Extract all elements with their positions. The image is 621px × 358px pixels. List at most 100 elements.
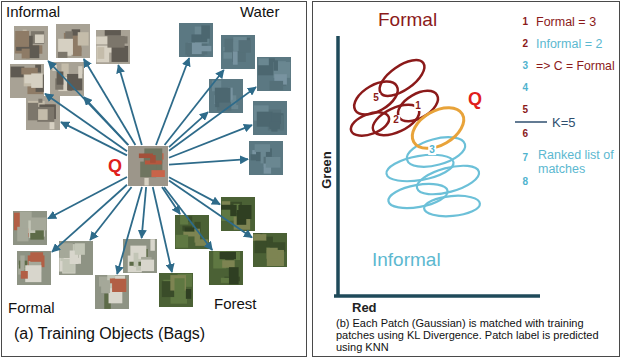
match-arrow <box>90 187 131 240</box>
panel-caption: (b) Each Patch (Gaussian) is matched wit… <box>336 317 604 353</box>
panel-frame: (a) Training Objects (Bags) <box>1 1 307 357</box>
callout-number: 2 <box>392 115 400 125</box>
patch-texture <box>176 235 188 248</box>
patch-texture <box>31 31 44 44</box>
query-label: Q <box>108 157 122 175</box>
vote-count: Informal = 2 <box>536 38 602 51</box>
patch-ground <box>96 30 130 64</box>
image-patch <box>253 233 287 267</box>
patch-texture <box>38 99 42 103</box>
patch-texture <box>28 103 39 121</box>
patch-texture <box>151 170 164 177</box>
image-patch <box>209 79 243 113</box>
match-arrow <box>165 70 224 145</box>
patch-texture <box>150 155 156 163</box>
patch-ground <box>17 251 51 285</box>
callout-number: 5 <box>372 93 380 103</box>
patch-texture <box>141 260 154 271</box>
patch-ground <box>179 23 213 57</box>
patch-ground <box>253 101 287 135</box>
patch-texture <box>251 154 257 160</box>
patch-texture <box>229 267 239 284</box>
patch-texture <box>37 107 54 122</box>
patch-ground <box>221 197 255 231</box>
patch-ground <box>10 64 44 98</box>
patch-ground <box>13 211 47 245</box>
image-patch <box>13 211 47 245</box>
patch-texture <box>20 255 24 270</box>
image-patch <box>14 26 48 60</box>
patch-texture <box>15 31 29 47</box>
gaussian-ellipse <box>423 194 481 219</box>
patch-ground <box>221 35 255 69</box>
axis-line <box>334 294 540 298</box>
patch-ground <box>123 239 157 273</box>
image-patch <box>123 239 157 273</box>
class-label: Informal <box>6 4 60 19</box>
query-label: Q <box>468 90 482 108</box>
patch-texture <box>266 157 281 168</box>
match-arrow <box>118 65 142 145</box>
gaussian-ellipse <box>387 180 450 212</box>
image-patch <box>95 275 129 309</box>
patch-texture <box>50 122 55 129</box>
panel-caption: (a) Training Objects (Bags) <box>14 324 294 343</box>
patch-texture <box>233 51 238 64</box>
patch-texture <box>21 271 28 279</box>
patch-texture <box>258 58 275 75</box>
rank-number: 2 <box>522 39 528 49</box>
patch-ground <box>95 275 129 309</box>
k-label: K=5 <box>552 116 576 129</box>
match-arrow <box>84 59 136 145</box>
image-patch <box>175 215 209 249</box>
gaussian-ellipse <box>374 53 430 102</box>
image-patch <box>128 146 168 186</box>
image-patch <box>253 101 287 135</box>
patch-texture <box>97 47 104 59</box>
match-arrow <box>48 61 128 145</box>
callout-number: 3 <box>428 145 436 155</box>
match-arrow <box>169 112 208 147</box>
rank-number: 8 <box>522 177 528 187</box>
gaussian-ellipse <box>349 75 404 122</box>
class-label: Water <box>240 4 279 19</box>
class-label: Formal <box>378 10 437 29</box>
patch-texture <box>21 68 37 75</box>
axis-label: Green <box>320 151 333 189</box>
patch-texture <box>107 36 124 48</box>
patch-texture <box>186 289 191 299</box>
match-arrow <box>117 187 142 274</box>
match-arrow <box>45 94 127 152</box>
axis-label: Red <box>352 301 377 314</box>
patch-texture <box>201 25 210 38</box>
patch-texture <box>144 178 148 186</box>
rank-number: 5 <box>522 105 528 115</box>
patch-texture <box>185 43 192 55</box>
patch-texture <box>58 52 68 58</box>
patch-texture <box>38 109 48 120</box>
patch-texture <box>134 253 139 267</box>
match-arrow <box>61 122 127 155</box>
patch-texture <box>75 243 85 255</box>
match-arrow <box>169 125 252 158</box>
gaussian-ellipse <box>405 99 470 156</box>
patch-texture <box>175 278 185 292</box>
image-patch <box>159 273 193 307</box>
gaussian-ellipse <box>348 108 392 140</box>
patch-texture <box>185 227 194 231</box>
match-arrow <box>164 187 212 250</box>
image-patch <box>257 57 291 91</box>
class-label: Formal <box>8 300 55 315</box>
axis-line <box>336 36 340 297</box>
match-arrow <box>169 177 220 204</box>
patch-ground <box>249 141 283 175</box>
patch-texture <box>222 260 234 267</box>
match-arrow <box>153 187 172 272</box>
patch-texture <box>255 241 267 253</box>
patch-texture <box>78 66 82 78</box>
patch-ground <box>175 215 209 249</box>
image-patch <box>179 23 213 57</box>
patch-texture <box>78 32 89 45</box>
